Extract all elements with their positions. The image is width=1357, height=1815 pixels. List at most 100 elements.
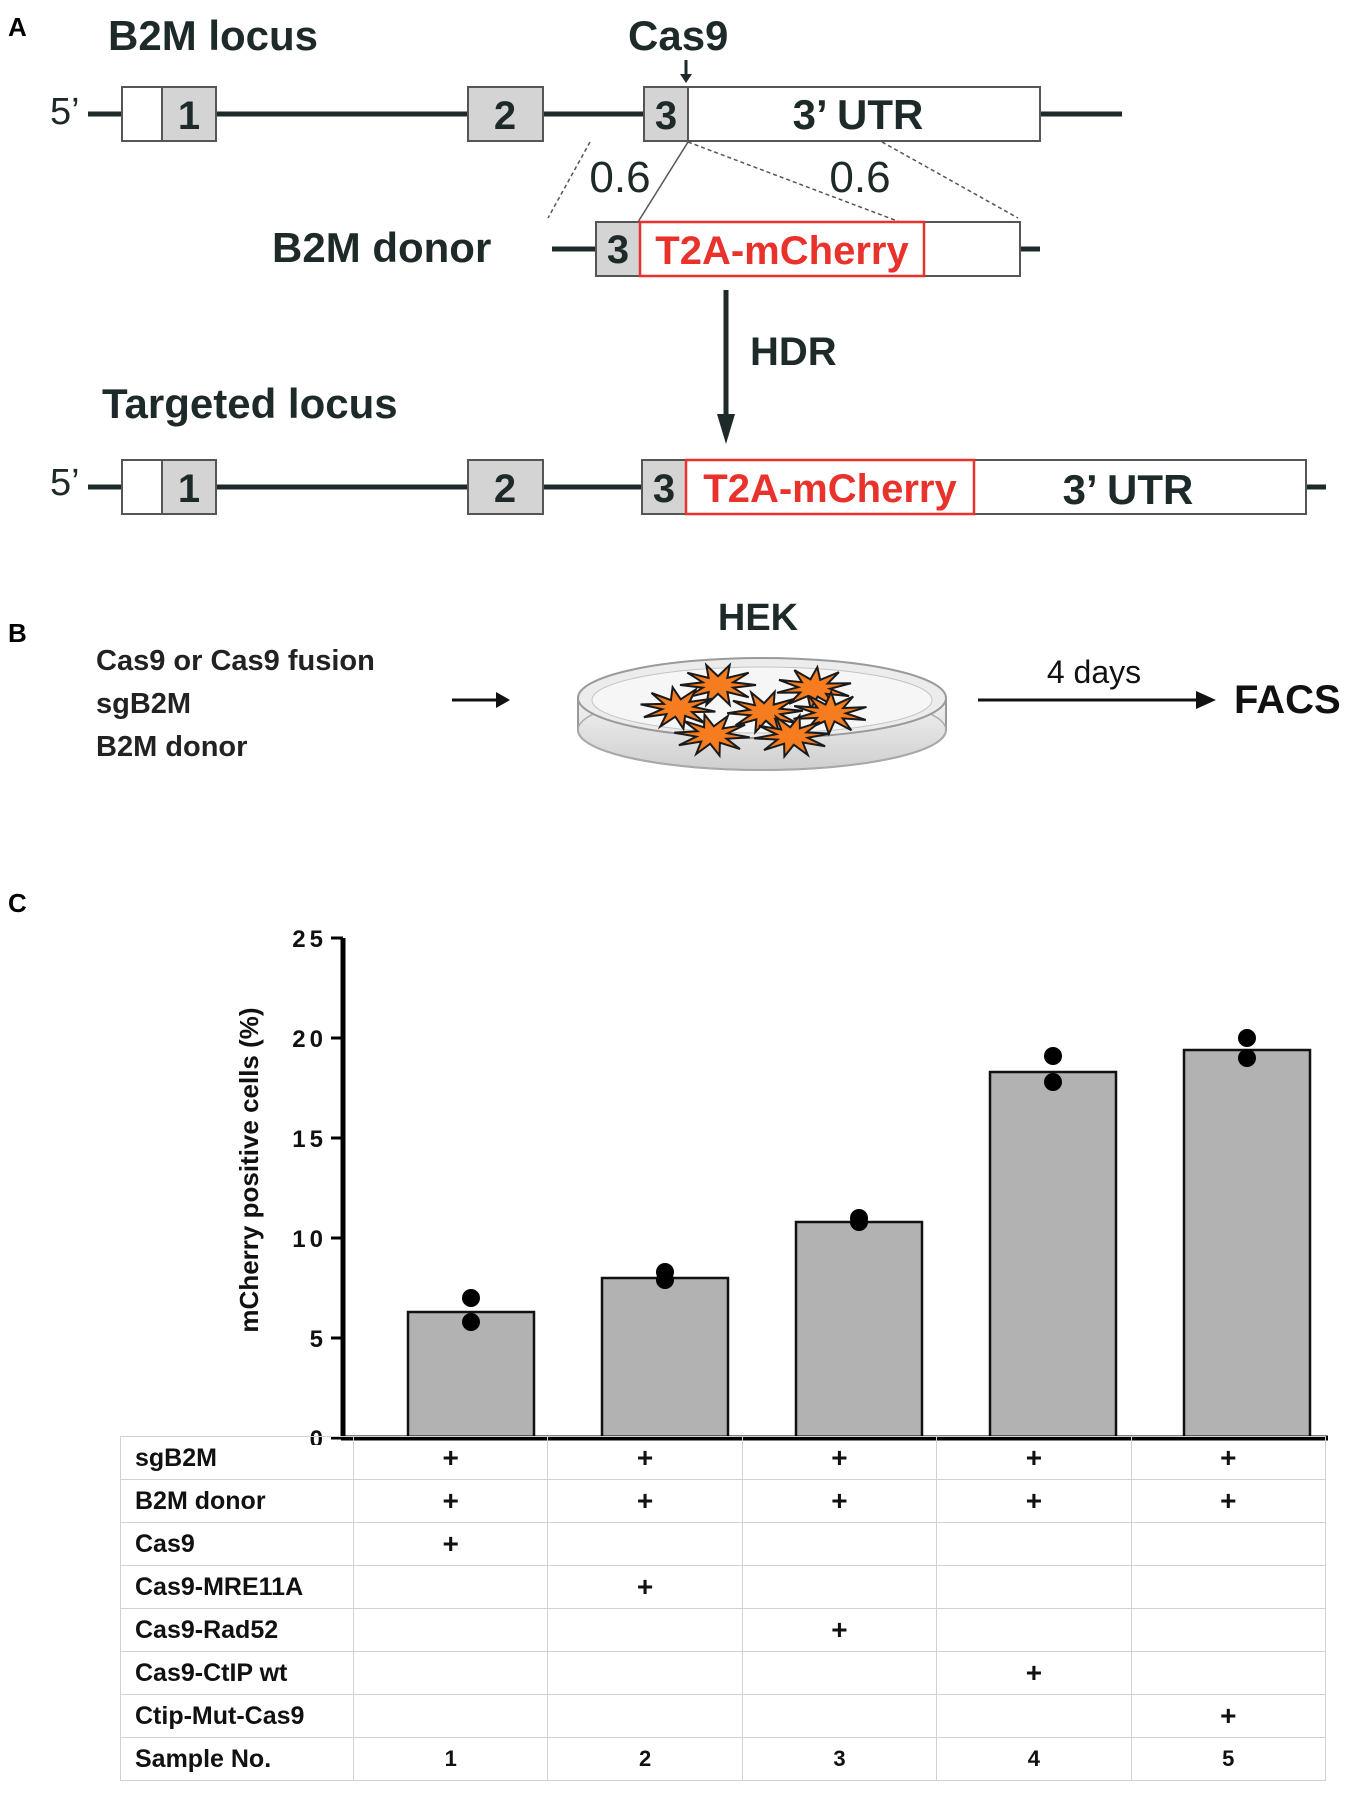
replicate-points bbox=[462, 1029, 1256, 1331]
replicate-point bbox=[462, 1289, 480, 1307]
condition-row: Cas9-CtIP wt+ bbox=[120, 1651, 1327, 1695]
exon-3-bottom bbox=[641, 459, 687, 515]
y-tick-label: 20 bbox=[292, 1026, 327, 1053]
utr5-box-top bbox=[121, 86, 163, 142]
targeted-insert-label: T2A-mCherry bbox=[703, 467, 957, 511]
condition-cell: + bbox=[352, 1479, 549, 1523]
condition-cell: + bbox=[741, 1479, 938, 1523]
hek-cell bbox=[674, 711, 750, 759]
arm-right-outer-line bbox=[881, 141, 1019, 219]
condition-row: Cas9-Rad52+ bbox=[120, 1608, 1327, 1652]
replicate-point bbox=[1044, 1047, 1062, 1065]
y-tick-label: 10 bbox=[292, 1226, 327, 1253]
replicate-point bbox=[1044, 1073, 1062, 1091]
hek-cell bbox=[793, 689, 867, 737]
condition-cell bbox=[741, 1522, 938, 1566]
condition-label: Cas9-MRE11A bbox=[120, 1565, 354, 1609]
y-tick-label: 15 bbox=[292, 1126, 327, 1153]
condition-label: Sample No. bbox=[120, 1737, 354, 1781]
condition-cell: + bbox=[741, 1436, 938, 1480]
condition-label: Cas9-CtIP wt bbox=[120, 1651, 354, 1695]
panel-b-diagram: HEK 4 days FACS bbox=[452, 597, 1341, 771]
hdr-arrow-head bbox=[717, 414, 735, 444]
condition-row: sgB2M+++++ bbox=[120, 1436, 1327, 1480]
five-prime-top: 5’ bbox=[50, 91, 80, 133]
targeted-insert-box bbox=[684, 458, 976, 516]
input-cas9: Cas9 or Cas9 fusion bbox=[96, 645, 375, 677]
duration-label: 4 days bbox=[1047, 654, 1141, 690]
condition-cell bbox=[741, 1565, 938, 1609]
y-tick-label: 25 bbox=[292, 926, 327, 953]
bar-sample-2 bbox=[600, 1276, 730, 1440]
facs-arrow-head bbox=[1196, 691, 1216, 709]
exon-1-bottom bbox=[161, 459, 217, 515]
exon-3-label-top: 3 bbox=[655, 94, 677, 138]
hek-cells bbox=[640, 662, 867, 760]
condition-cell bbox=[1130, 1522, 1327, 1566]
replicate-point bbox=[1238, 1049, 1256, 1067]
targeted-title: Targeted locus bbox=[102, 380, 398, 427]
donor-insert-label: T2A-mCherry bbox=[655, 229, 909, 273]
condition-cell bbox=[547, 1651, 743, 1695]
condition-cell bbox=[547, 1522, 743, 1566]
conditions-table: sgB2M+++++B2M donor+++++Cas9+Cas9-MRE11A… bbox=[120, 1436, 1327, 1781]
input-sgrna: sgB2M bbox=[96, 688, 192, 720]
arm-right-size: 0.6 bbox=[829, 153, 890, 202]
bars bbox=[406, 1048, 1312, 1440]
panel-label-c: C bbox=[8, 888, 27, 918]
condition-label: B2M donor bbox=[120, 1479, 354, 1523]
hek-label: HEK bbox=[718, 597, 799, 639]
condition-cell bbox=[547, 1694, 743, 1738]
exon-1-label-bottom: 1 bbox=[178, 467, 200, 511]
y-axis-label: mCherry positive cells (%) bbox=[234, 1007, 264, 1332]
hek-cell bbox=[679, 662, 757, 708]
condition-cell: + bbox=[936, 1436, 1132, 1480]
bar-sample-1 bbox=[406, 1310, 536, 1440]
condition-cell bbox=[936, 1565, 1132, 1609]
condition-cell bbox=[1130, 1651, 1327, 1695]
utr5-box-bottom bbox=[121, 459, 163, 515]
arm-left-outer-line bbox=[547, 141, 591, 219]
utr3-label-top: 3’ UTR bbox=[793, 91, 924, 138]
condition-cell: + bbox=[1130, 1436, 1327, 1480]
exon-3-label-bottom: 3 bbox=[653, 467, 675, 511]
replicate-point bbox=[850, 1213, 868, 1231]
hdr-label: HDR bbox=[750, 330, 837, 374]
hek-cell bbox=[726, 689, 804, 735]
arm-left-size: 0.6 bbox=[589, 153, 650, 202]
inputs-list: Cas9 or Cas9 fusion sgB2M B2M donor bbox=[96, 640, 375, 769]
condition-cell: + bbox=[547, 1565, 743, 1609]
condition-cell bbox=[741, 1694, 938, 1738]
locus-title: B2M locus bbox=[108, 12, 318, 59]
utr3-box-top bbox=[687, 86, 1041, 142]
condition-cell: + bbox=[352, 1436, 549, 1480]
arm-left-inner-line bbox=[637, 141, 689, 223]
condition-cell bbox=[547, 1608, 743, 1652]
donor-title: B2M donor bbox=[272, 224, 491, 271]
facs-label: FACS bbox=[1234, 678, 1341, 722]
condition-cell bbox=[352, 1565, 549, 1609]
hek-cell bbox=[754, 712, 830, 760]
condition-cell bbox=[936, 1608, 1132, 1652]
condition-cell bbox=[352, 1608, 549, 1652]
exon-1-top bbox=[161, 86, 217, 142]
condition-label: Ctip-Mut-Cas9 bbox=[120, 1694, 354, 1738]
sample-number: 2 bbox=[547, 1737, 743, 1781]
condition-cell bbox=[936, 1694, 1132, 1738]
exon-3-label-donor: 3 bbox=[607, 228, 629, 272]
condition-label: Cas9-Rad52 bbox=[120, 1608, 354, 1652]
sample-number: 3 bbox=[741, 1737, 938, 1781]
replicate-point bbox=[1238, 1029, 1256, 1047]
condition-cell: + bbox=[547, 1479, 743, 1523]
condition-row: Cas9+ bbox=[120, 1522, 1327, 1566]
condition-row: Cas9-MRE11A + bbox=[120, 1565, 1327, 1609]
exon-3-top bbox=[643, 86, 689, 142]
sample-number: 1 bbox=[352, 1737, 549, 1781]
hek-cell bbox=[640, 684, 716, 732]
condition-cell bbox=[1130, 1565, 1327, 1609]
exon-2-label-top: 2 bbox=[494, 94, 516, 138]
condition-cell: + bbox=[1130, 1479, 1327, 1523]
exon-2-label-bottom: 2 bbox=[494, 467, 516, 511]
